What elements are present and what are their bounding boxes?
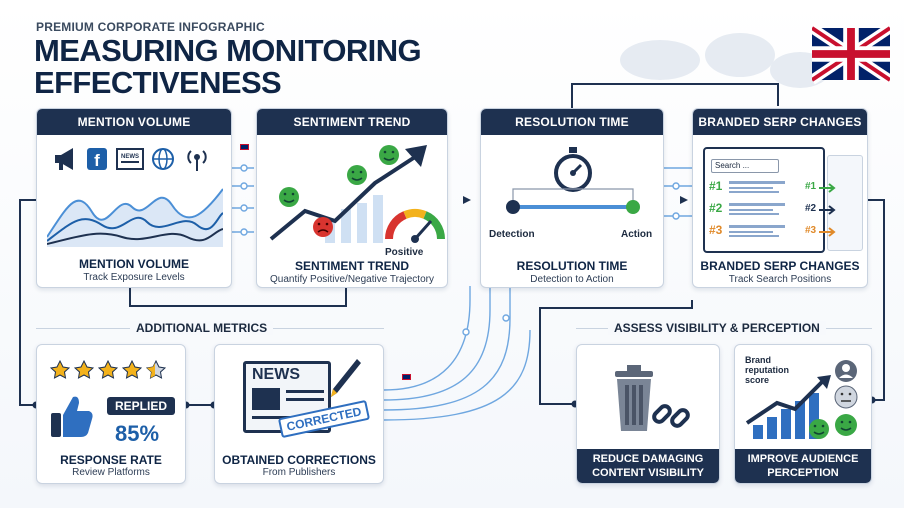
gauge-label: Positive (385, 247, 424, 258)
serp-result-lines (729, 181, 785, 237)
news-icon-text: NEWS (121, 154, 139, 160)
sentiment-trend-chart (269, 145, 445, 243)
card-resolution-head: RESOLUTION TIME (481, 109, 663, 135)
star-rating (49, 359, 167, 379)
serp-rank-1: #1 (709, 179, 723, 193)
newspaper-title: NEWS (252, 366, 300, 383)
serp-search-box: Search ... (711, 159, 779, 173)
newspaper-line (286, 390, 324, 393)
card-corrections-title: OBTAINED CORRECTIONS (222, 453, 376, 467)
serp-window-back (827, 155, 863, 251)
broadcast-icon (187, 150, 207, 171)
card-response-title: RESPONSE RATE (60, 453, 162, 467)
brand-score-chart (745, 375, 831, 439)
card-reduce-damaging: REDUCE DAMAGING CONTENT VISIBILITY (576, 344, 720, 484)
megaphone-icon (55, 148, 73, 170)
brand-score-line2: reputation (745, 365, 789, 375)
card-mention-head: MENTION VOLUME (37, 109, 231, 135)
user-icon (835, 360, 857, 382)
replied-badge: REPLIED (107, 397, 176, 415)
resolution-timeline (506, 188, 640, 214)
brand-score-line1: Brand (745, 355, 772, 365)
mention-volume-chart (47, 188, 223, 247)
serp-rank-right-3: #3 (805, 225, 817, 236)
card-mention-title: MENTION VOLUME (79, 257, 189, 271)
smile-face-icon (835, 414, 857, 436)
card-resolution-sub: Detection to Action (530, 274, 614, 285)
card-response-sub: Review Platforms (72, 467, 150, 478)
brand-score-line3: score (745, 375, 770, 385)
serp-rank-right-1: #1 (805, 181, 817, 192)
card-response-rate: REPLIED 85% RESPONSE RATE Review Platfor… (36, 344, 186, 484)
serp-rank-3: #3 (709, 223, 723, 237)
uk-flag-icon (240, 144, 249, 150)
sad-face-icon (313, 217, 333, 237)
audience-faces (834, 360, 858, 436)
assess-label: ASSESS VISIBILITY & PERCEPTION (608, 321, 826, 335)
page-title-line2: EFFECTIVENESS (34, 65, 282, 100)
trash-icon (615, 365, 653, 431)
smile-face-icon (347, 165, 367, 185)
card-mention-sub: Track Exposure Levels (83, 272, 185, 283)
card-sentiment-trend: SENTIMENT TREND Positive SENTIMENT TREND… (256, 108, 448, 288)
card-resolution-time: RESOLUTION TIME Detection Action RESOLUT… (480, 108, 664, 288)
news-icon: NEWS (116, 148, 144, 170)
neutral-face-icon (834, 385, 858, 409)
card-improve-foot: IMPROVE AUDIENCE PERCEPTION (735, 449, 871, 483)
thumbs-up-icon (51, 396, 93, 437)
svg-text:f: f (94, 151, 100, 170)
uk-flag-icon (812, 23, 890, 85)
pen-icon (331, 359, 361, 397)
resolution-start-label: Detection (489, 229, 535, 240)
smile-face-icon (379, 145, 399, 165)
page-title-line1: MEASURING MONITORING (34, 33, 422, 68)
card-sentiment-head: SENTIMENT TREND (257, 109, 447, 135)
card-serp-sub: Track Search Positions (728, 274, 832, 285)
card-improve-audience: Brand reputation score IMPROVE AUDIENCE … (734, 344, 872, 484)
uk-flag-icon (402, 374, 411, 380)
serp-rank-2: #2 (709, 201, 723, 215)
serp-rank-right-2: #2 (805, 203, 817, 214)
smile-face-icon (279, 187, 299, 207)
globe-icon (152, 148, 174, 170)
response-percent: 85% (115, 421, 160, 446)
broken-link-icon (652, 404, 690, 428)
facebook-icon: f (87, 148, 107, 170)
card-reduce-foot-line2: CONTENT VISIBILITY (592, 467, 704, 479)
card-reduce-foot: REDUCE DAMAGING CONTENT VISIBILITY (577, 449, 719, 483)
card-corrections-sub: From Publishers (262, 467, 336, 478)
newspaper-photo (252, 388, 280, 410)
card-sentiment-sub: Quantify Positive/Negative Trajectory (270, 274, 434, 285)
card-branded-serp: BRANDED SERP CHANGES Search ... #1 #2 #3… (692, 108, 868, 288)
gauge-icon (385, 209, 445, 243)
card-sentiment-title: SENTIMENT TREND (295, 259, 409, 273)
card-obtained-corrections: NEWS CORRECTED OBTAINED CORRECTIONS From… (214, 344, 384, 484)
card-mention-volume: MENTION VOLUME f NEWS MENTION VOLUME Tra… (36, 108, 232, 288)
card-serp-title: BRANDED SERP CHANGES (700, 259, 860, 273)
card-resolution-title: RESOLUTION TIME (516, 259, 628, 273)
card-serp-head: BRANDED SERP CHANGES (693, 109, 867, 135)
serp-window: Search ... #1 #2 #3 (703, 147, 825, 253)
additional-metrics-label: ADDITIONAL METRICS (130, 321, 274, 335)
brand-score-label: Brand reputation score (745, 355, 789, 385)
eyebrow-text: PREMIUM CORPORATE INFOGRAPHIC (36, 20, 265, 34)
mention-icons-row: f NEWS (55, 148, 207, 171)
card-improve-foot-line1: IMPROVE AUDIENCE (747, 453, 859, 465)
stopwatch-icon (554, 147, 592, 192)
serp-arrows (819, 183, 836, 237)
smile-face-icon (809, 419, 829, 439)
card-reduce-foot-line1: REDUCE DAMAGING (592, 453, 704, 465)
resolution-end-label: Action (621, 229, 653, 240)
card-improve-foot-line2: PERCEPTION (767, 467, 839, 479)
newspaper-line (286, 398, 324, 401)
